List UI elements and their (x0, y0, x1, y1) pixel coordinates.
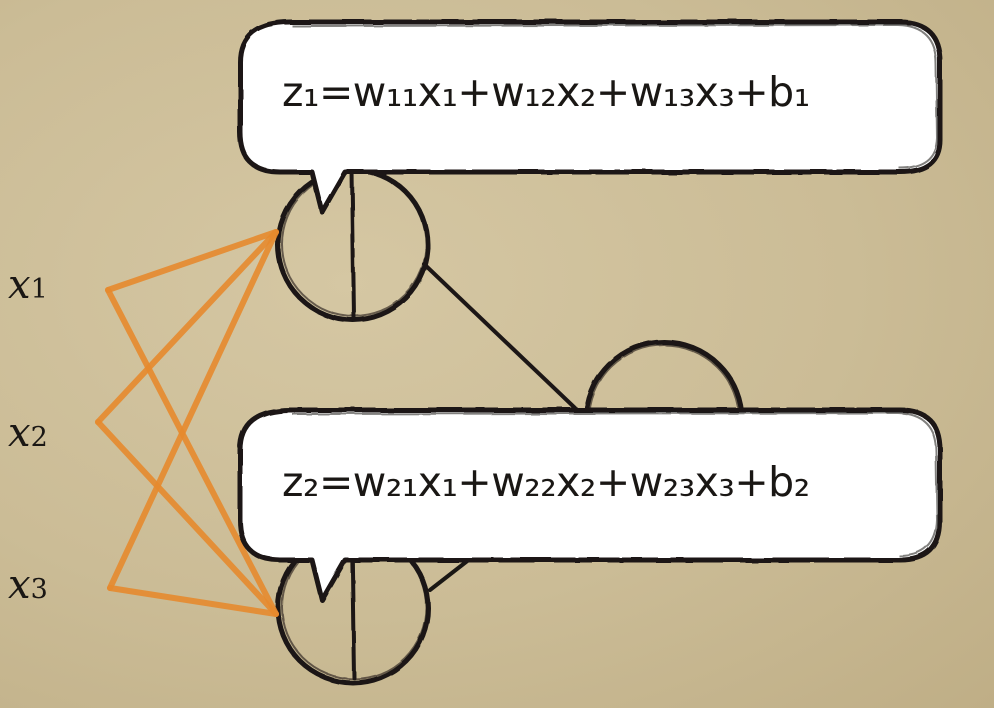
input-x1-label: x1 (8, 262, 48, 308)
edge-x1-h1 (105, 229, 279, 293)
equation-z1: z₁=w₁₁x₁+w₁₂x₂+w₁₃x₃+b₁ (282, 68, 810, 116)
input-x2-label: x2 (8, 410, 48, 456)
input-subscript: 2 (30, 422, 48, 453)
edge-x2-h1 (95, 229, 279, 425)
equation-bubble-1 (237, 19, 943, 215)
edge-x2-h2 (95, 419, 279, 617)
input-subscript: 1 (30, 274, 48, 305)
edge-hidden1-output (422, 262, 577, 410)
input-edges (95, 229, 279, 617)
input-x3-label: x3 (8, 562, 48, 608)
edge-x3-h2 (107, 585, 279, 617)
input-symbol: x (8, 262, 31, 308)
input-subscript: 3 (30, 574, 48, 605)
input-symbol: x (8, 410, 31, 456)
edge-x1-h2 (105, 287, 279, 617)
input-symbol: x (8, 562, 31, 608)
edge-x3-h1 (107, 229, 279, 591)
equation-z2: z₂=w₂₁x₁+w₂₂x₂+w₂₃x₃+b₂ (282, 458, 810, 506)
equation-bubble-2 (237, 407, 943, 603)
hidden-neuron-1 (275, 167, 431, 323)
